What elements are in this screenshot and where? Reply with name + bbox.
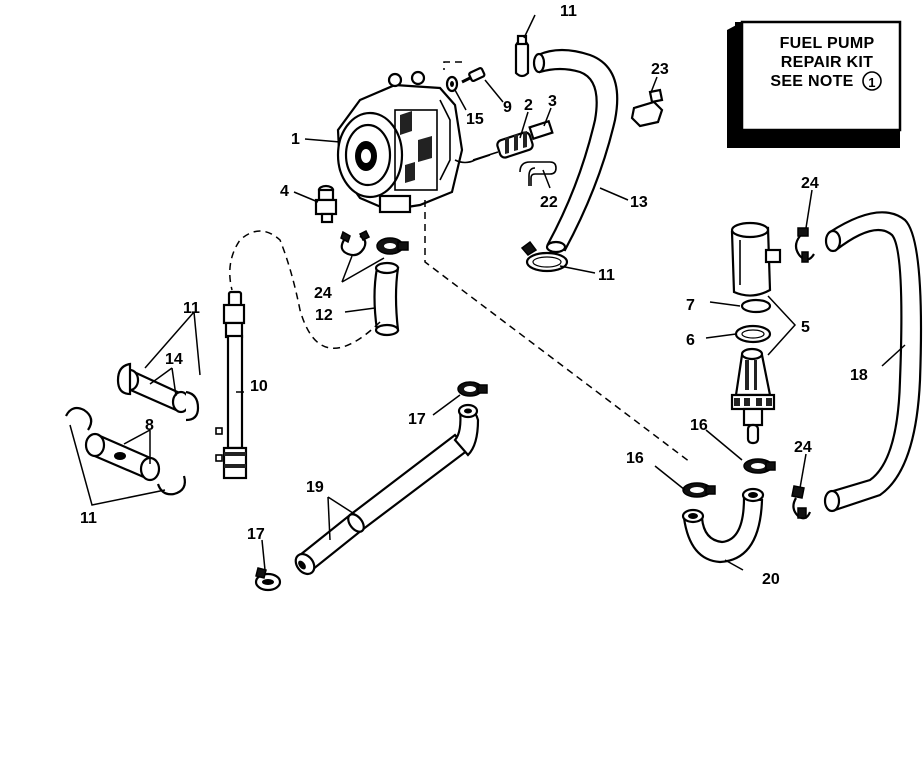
hose-17-upper [453, 403, 480, 457]
fuel-pump-body [336, 70, 491, 214]
callout-5: 5 [801, 319, 810, 336]
callout-11-mid: 11 [598, 267, 615, 284]
gasket-6 [734, 324, 772, 344]
callout-7: 7 [686, 297, 695, 314]
callout-6: 6 [686, 332, 695, 349]
callout-8: 8 [145, 417, 154, 434]
hose-19 [294, 433, 470, 576]
callout-1: 1 [291, 131, 300, 148]
clip-22 [519, 161, 557, 186]
o-ring-7 [740, 298, 772, 314]
clamp-11-top [514, 34, 530, 78]
connector-14 [116, 362, 200, 422]
leader-lines [69, 14, 906, 571]
clamp-17-lower [254, 567, 282, 592]
callout-19: 19 [306, 479, 324, 496]
callout-labels: 1 2 3 4 5 6 7 8 9 10 11 11 11 11 12 13 1… [80, 3, 868, 588]
callout-14: 14 [165, 351, 183, 368]
callout-15: 15 [466, 111, 484, 128]
hose-20 [681, 487, 765, 564]
callout-24-b: 24 [801, 175, 819, 192]
clamp-24-left [340, 229, 371, 257]
callout-17-b: 17 [247, 526, 265, 543]
callout-17-a: 17 [408, 411, 426, 428]
repair-kit-box: FUEL PUMP REPAIR KIT SEE NOTE 1 [727, 20, 902, 148]
clamp-11-mid [520, 240, 569, 273]
clamp-16-right [743, 458, 776, 474]
kit-note-number: 1 [868, 75, 876, 90]
filter-base [730, 347, 776, 445]
callout-11-left-top: 11 [183, 300, 200, 317]
callout-24-c: 24 [794, 439, 812, 456]
callout-20: 20 [762, 571, 780, 588]
callout-4: 4 [280, 183, 289, 200]
callout-16-b: 16 [626, 450, 644, 467]
dashed-route-12-to-10 [229, 230, 381, 349]
dashed-route-pump-to-16 [424, 200, 691, 463]
washer-15 [443, 61, 462, 93]
hose-12 [373, 261, 400, 337]
callout-12: 12 [315, 307, 333, 324]
callout-11-top: 11 [560, 3, 577, 20]
fitting-4 [314, 184, 338, 224]
clamp-24-dark [376, 237, 409, 255]
hose-13 [532, 48, 619, 254]
kit-line-1: FUEL PUMP [780, 35, 875, 52]
callout-11-left-bottom: 11 [80, 510, 97, 527]
callout-16-a: 16 [690, 417, 708, 434]
callout-13: 13 [630, 194, 648, 211]
fitting-2-and-filter-3 [472, 119, 554, 161]
callout-3: 3 [548, 93, 557, 110]
callout-9: 9 [503, 99, 512, 116]
callout-23: 23 [651, 61, 669, 78]
connector-8 [65, 406, 186, 496]
kit-line-3: SEE NOTE [770, 73, 853, 90]
callout-18: 18 [850, 367, 868, 384]
callout-2: 2 [524, 97, 533, 114]
callout-22: 22 [540, 194, 558, 211]
hose-18 [823, 211, 923, 513]
kit-line-2: REPAIR KIT [781, 54, 873, 71]
callout-24-a: 24 [314, 285, 332, 302]
clamp-24-lower-right [791, 485, 812, 520]
callout-10: 10 [250, 378, 268, 395]
clamp-16-left [682, 482, 716, 498]
clamp-24-upper-right [794, 227, 815, 263]
fuel-filter-5 [730, 221, 782, 297]
fitting-23 [630, 88, 664, 128]
fuel-line-10 [215, 290, 248, 480]
clamp-17-upper [457, 381, 488, 397]
screw-9 [461, 67, 486, 84]
